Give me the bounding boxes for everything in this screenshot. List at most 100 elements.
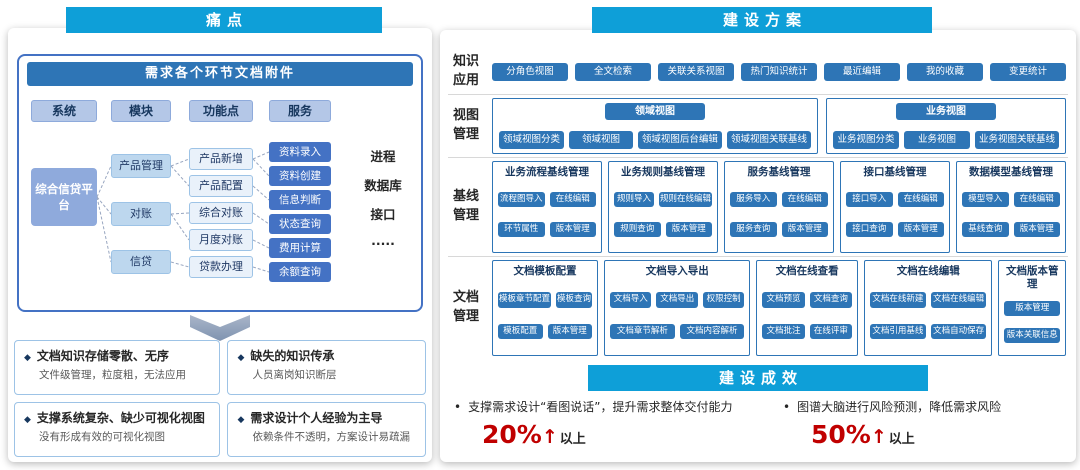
feature-chip: 领域视图关联基线 <box>726 130 811 149</box>
button-row: 服务查询版本管理 <box>730 221 828 238</box>
feature-chip: 我的收藏 <box>907 62 983 82</box>
column-header-function: 功能点 <box>189 100 253 122</box>
feature-chip: 环节属性 <box>498 221 545 238</box>
document-group: 文档导入导出 文档导入文档导出权限控制 文档章节解析文档内容解析 <box>604 260 751 356</box>
module-node: 产品管理 <box>111 154 171 178</box>
feature-chip: 文档预览 <box>762 292 805 308</box>
view-group-buttons: 业务视图分类业务视图业务视图关联基线 <box>832 130 1059 149</box>
feature-chip: 在线编辑 <box>1013 191 1060 208</box>
baseline-management-row: 基线管理 业务流程基线管理 流程图导入在线编辑 <box>446 158 1070 256</box>
button-row: 文档批注在线评审 <box>762 323 852 339</box>
feature-chip: 变更统计 <box>990 62 1066 82</box>
module-node: 信贷 <box>111 250 171 274</box>
feature-chip: 业务视图关联基线 <box>974 130 1059 149</box>
document-group-buttons: 版本管理 版本关联信息 <box>1004 291 1060 351</box>
feature-chip: 文档引用基线 <box>869 323 926 339</box>
feature-chip: 模板章节配置 <box>498 292 552 308</box>
view-management-row: 视图管理 领域视图 领域视图分类领域视图领域视图后台编辑领域视图关联基线 业务视… <box>446 95 1070 157</box>
row-divider <box>448 94 1068 95</box>
pain-point-title: ◆ 需求设计个人经验为主导 <box>237 411 416 426</box>
feature-chip: 领域视图 <box>569 130 633 149</box>
feature-chip: 文档自动保存 <box>930 323 987 339</box>
document-group-buttons: 文档导入文档导出权限控制 文档章节解析文档内容解析 <box>610 278 745 351</box>
row-label-knowledge: 知识应用 <box>452 54 479 88</box>
baseline-group-buttons: 模型导入在线编辑 基线查询版本管理 <box>962 179 1060 248</box>
document-group-buttons: 文档在线新建文档在线编辑 文档引用基线文档自动保存 <box>869 278 987 351</box>
feature-chip: 文档在线新建 <box>869 292 926 308</box>
feature-chip: 最近编辑 <box>824 62 900 82</box>
feature-chip: 业务视图分类 <box>832 130 899 149</box>
pain-point-card: ◆ 缺失的知识传承 人员离岗知识断层 <box>227 340 426 395</box>
feature-chip: 关联关系视图 <box>658 62 734 82</box>
result-metric: 50% ↑ 以上 <box>811 420 1066 449</box>
feature-chip: 文档导入 <box>610 292 652 308</box>
view-group-header-chip: 领域视图 <box>604 103 705 120</box>
module-node: 对账 <box>111 202 171 226</box>
diamond-bullet-icon: ◆ <box>237 353 245 363</box>
feature-chip: 文档导出 <box>656 292 698 308</box>
feature-chip: 服务查询 <box>730 221 777 238</box>
feature-chip: 接口查询 <box>846 221 893 238</box>
baseline-group-title: 服务基线管理 <box>747 166 811 178</box>
service-node: 状态查询 <box>269 214 331 234</box>
result-metric: 20% ↑ 以上 <box>482 420 771 449</box>
pain-point-title-text: 需求设计个人经验为主导 <box>250 411 383 425</box>
row-divider <box>448 157 1068 158</box>
results-banner: 建设成效 <box>588 365 928 391</box>
pain-point-desc: 依赖条件不透明，方案设计易疏漏 <box>252 430 410 443</box>
feature-chip: 文档查询 <box>809 292 852 308</box>
baseline-group-buttons: 流程图导入在线编辑 环节属性版本管理 <box>498 179 596 248</box>
feature-chip: 在线编辑 <box>897 191 944 208</box>
column-header-module: 模块 <box>111 100 171 122</box>
baseline-group: 业务规则基线管理 规则导入规则在线编辑 规则查询版本管理 <box>608 161 718 253</box>
solution-banner: 建设方案 <box>592 7 932 33</box>
button-row: 文档预览文档查询 <box>762 292 852 308</box>
pain-point-title: ◆ 支撑系统复杂、缺少可视化视图 <box>24 411 210 426</box>
up-arrow-icon: ↑ <box>870 425 887 448</box>
pain-points-banner: 痛点 <box>66 7 382 33</box>
button-row: 文档导入文档导出权限控制 <box>610 292 745 308</box>
document-group-buttons: 文档预览文档查询 文档批注在线评审 <box>762 278 852 351</box>
bullet-icon: • <box>782 400 791 414</box>
view-group: 业务视图 业务视图分类业务视图业务视图关联基线 <box>825 98 1066 154</box>
feature-chip: 版本管理 <box>549 221 596 238</box>
button-row: 基线查询版本管理 <box>962 221 1060 238</box>
row-label-views: 视图管理 <box>452 108 479 142</box>
baseline-group-title: 业务规则基线管理 <box>621 166 705 178</box>
up-arrow-icon: ↑ <box>541 425 558 448</box>
diamond-bullet-icon: ◆ <box>237 415 245 425</box>
pain-points-grid: ◆ 文档知识存储零散、无序 文件级管理，粒度粗，无法应用 ◆ 缺失的知识传承 人… <box>14 340 426 457</box>
function-node: 月度对账 <box>189 229 253 251</box>
document-group-title: 文档在线编辑 <box>896 265 960 277</box>
feature-chip: 模型导入 <box>962 191 1009 208</box>
document-management-row: 文档管理 文档模板配置 模板章节配置模板查询 <box>446 257 1070 359</box>
feature-chip: 规则在线编辑 <box>658 191 712 208</box>
feature-chip: 版本管理 <box>781 221 828 238</box>
baseline-group-title: 业务流程基线管理 <box>505 166 589 178</box>
feature-chip: 文档批注 <box>762 323 805 339</box>
feature-chip: 热门知识统计 <box>741 62 817 82</box>
feature-chip: 版本管理 <box>1004 300 1060 317</box>
pain-point-desc: 没有形成有效的可视化视图 <box>39 430 165 443</box>
row-label-baseline: 基线管理 <box>452 189 479 223</box>
service-node: 费用计算 <box>269 238 331 258</box>
document-group-title: 文档模板配置 <box>513 265 577 277</box>
button-row: 环节属性版本管理 <box>498 221 596 238</box>
baseline-group: 接口基线管理 接口导入在线编辑 接口查询版本管理 <box>840 161 950 253</box>
metric-suffix: 以上 <box>888 431 915 447</box>
function-node: 综合对账 <box>189 202 253 224</box>
document-group-buttons: 模板章节配置模板查询 模板配置版本管理 <box>498 278 593 351</box>
pain-point-desc: 人员离岗知识断层 <box>252 368 337 381</box>
down-arrow-icon <box>190 315 250 341</box>
button-row: 接口查询版本管理 <box>846 221 944 238</box>
feature-chip: 版本管理 <box>897 221 944 238</box>
knowledge-application-row: 知识应用 分角色视图全文检索关联关系视图热门知识统计最近编辑我的收藏变更统计 <box>446 50 1070 94</box>
feature-chip: 在线编辑 <box>549 191 596 208</box>
diagram-title: 需求各个环节文档附件 <box>27 62 413 86</box>
document-groups: 文档模板配置 模板章节配置模板查询 模板配置版本管理 <box>492 260 1066 356</box>
button-row: 文档在线新建文档在线编辑 <box>869 292 987 308</box>
button-row: 规则导入规则在线编辑 <box>614 191 712 208</box>
feature-chip: 模板查询 <box>556 292 593 308</box>
result-text-value: 图谱大脑进行风险预测，降低需求风险 <box>797 400 1002 414</box>
feature-chip: 规则导入 <box>614 191 654 208</box>
